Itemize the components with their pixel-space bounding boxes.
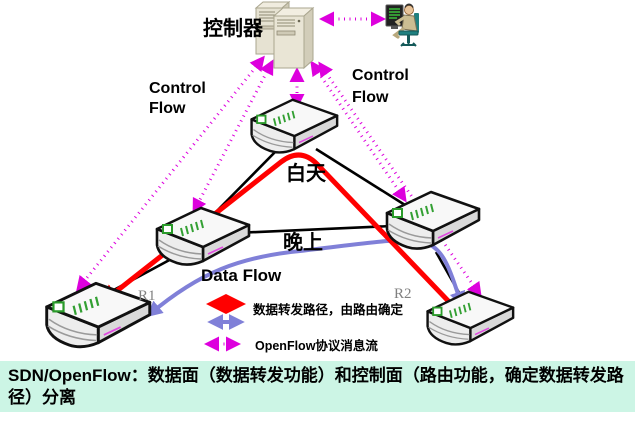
router-r2-label: R2 — [394, 286, 412, 302]
server-towers-icon — [254, 0, 315, 70]
banner-text: 数据面（数据转发功能）和控制面（路由功能，确定数据转发路径）分离 — [8, 366, 624, 408]
control-line-controller-bottomright-router — [318, 61, 482, 298]
legend-openflow-label: OpenFlow协议消息流 — [255, 338, 378, 353]
day-data-path — [99, 152, 482, 336]
control-flow-label-right: Control Flow — [352, 67, 409, 106]
router-midright-icon — [385, 190, 481, 250]
sdn-topology-diagram: 控制器 Control Flow Control Flow 白天 晚上 Data… — [45, 0, 515, 353]
control-flow-left-line1: Control — [149, 80, 206, 97]
data-flow-label: Data Flow — [201, 266, 282, 285]
legend: 数据转发路径，由路由确定 OpenFlow协议消息流 — [204, 294, 404, 353]
banner-title: SDN/OpenFlow： — [8, 366, 148, 385]
control-flow-right-line1: Control — [352, 67, 409, 84]
legend-data-path-label: 数据转发路径，由路由确定 — [252, 302, 404, 317]
controller-label: 控制器 — [203, 16, 264, 40]
router-midleft-icon — [155, 206, 251, 266]
router-bottomleft-icon — [45, 281, 152, 349]
summary-banner: SDN/OpenFlow：数据面（数据转发功能）和控制面（路由功能，确定数据转发… — [0, 361, 635, 412]
day-path-label: 白天 — [286, 161, 327, 185]
router-bottomright-icon — [426, 290, 515, 346]
operator-at-computer-icon — [385, 3, 419, 47]
openflow-message-lines — [76, 11, 482, 298]
control-flow-right-line2: Flow — [352, 89, 389, 106]
control-flow-left-line2: Flow — [149, 100, 186, 117]
router-top-icon — [250, 98, 339, 154]
link-midleft-midright — [234, 224, 393, 235]
night-data-path — [146, 238, 466, 318]
router-r1-label: R1 — [138, 288, 156, 304]
control-flow-label-left: Control Flow — [149, 80, 206, 117]
link-top-midright — [315, 147, 406, 207]
night-path-label: 晚上 — [283, 230, 323, 254]
